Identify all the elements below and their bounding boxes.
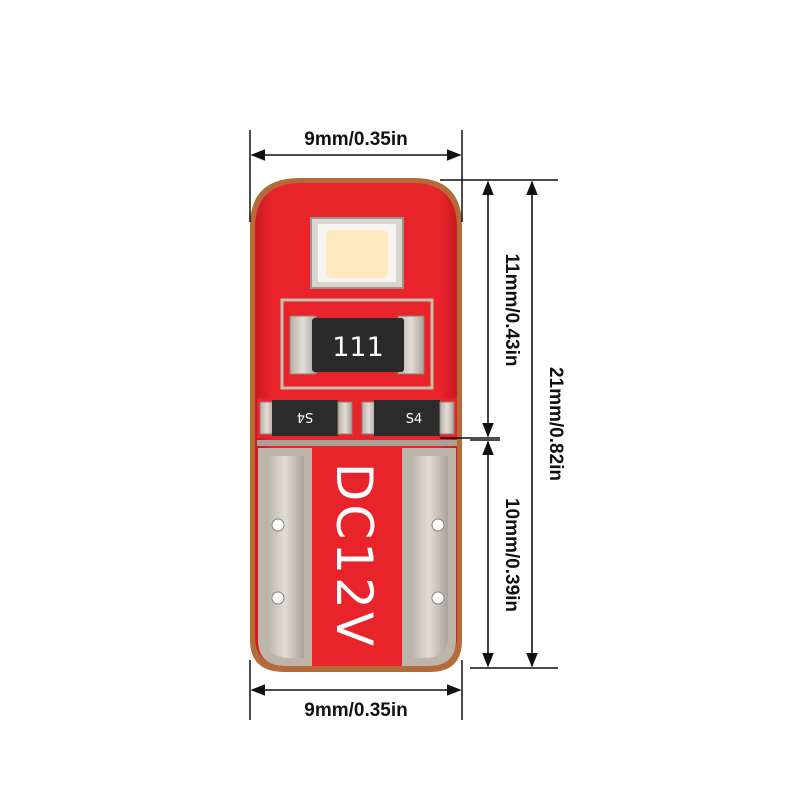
led-emitter bbox=[326, 230, 388, 278]
dimension-bottom: 9mm/0.35in bbox=[249, 660, 463, 721]
total-height-label: 21mm/0.82in bbox=[545, 367, 566, 481]
contact-pad-left bbox=[258, 448, 312, 666]
diode-left-code: S4 bbox=[297, 409, 314, 424]
resistor-silkscreen bbox=[280, 298, 434, 390]
dimension-total-height: 21mm/0.82in bbox=[500, 179, 566, 669]
upper-height-label: 11mm/0.43in bbox=[501, 253, 522, 366]
resistor-code: 111 bbox=[332, 332, 384, 363]
lower-height-label: 10mm/0.39in bbox=[501, 498, 522, 612]
dimension-upper-height: 11mm/0.43in bbox=[440, 179, 522, 439]
bottom-width-label: 9mm/0.35in bbox=[304, 700, 408, 721]
top-width-label: 9mm/0.35in bbox=[304, 129, 408, 150]
voltage-label: DC12V bbox=[325, 463, 383, 649]
smd-led bbox=[310, 217, 404, 289]
diode-right-code: S4 bbox=[406, 412, 423, 427]
contact-pad-right bbox=[402, 448, 456, 666]
smd-resistor: 111 bbox=[289, 315, 425, 375]
dimension-lower-height: 10mm/0.39in bbox=[470, 439, 522, 669]
diode-row: S4 S4 bbox=[257, 398, 457, 438]
dimension-top: 9mm/0.35in bbox=[249, 129, 463, 222]
